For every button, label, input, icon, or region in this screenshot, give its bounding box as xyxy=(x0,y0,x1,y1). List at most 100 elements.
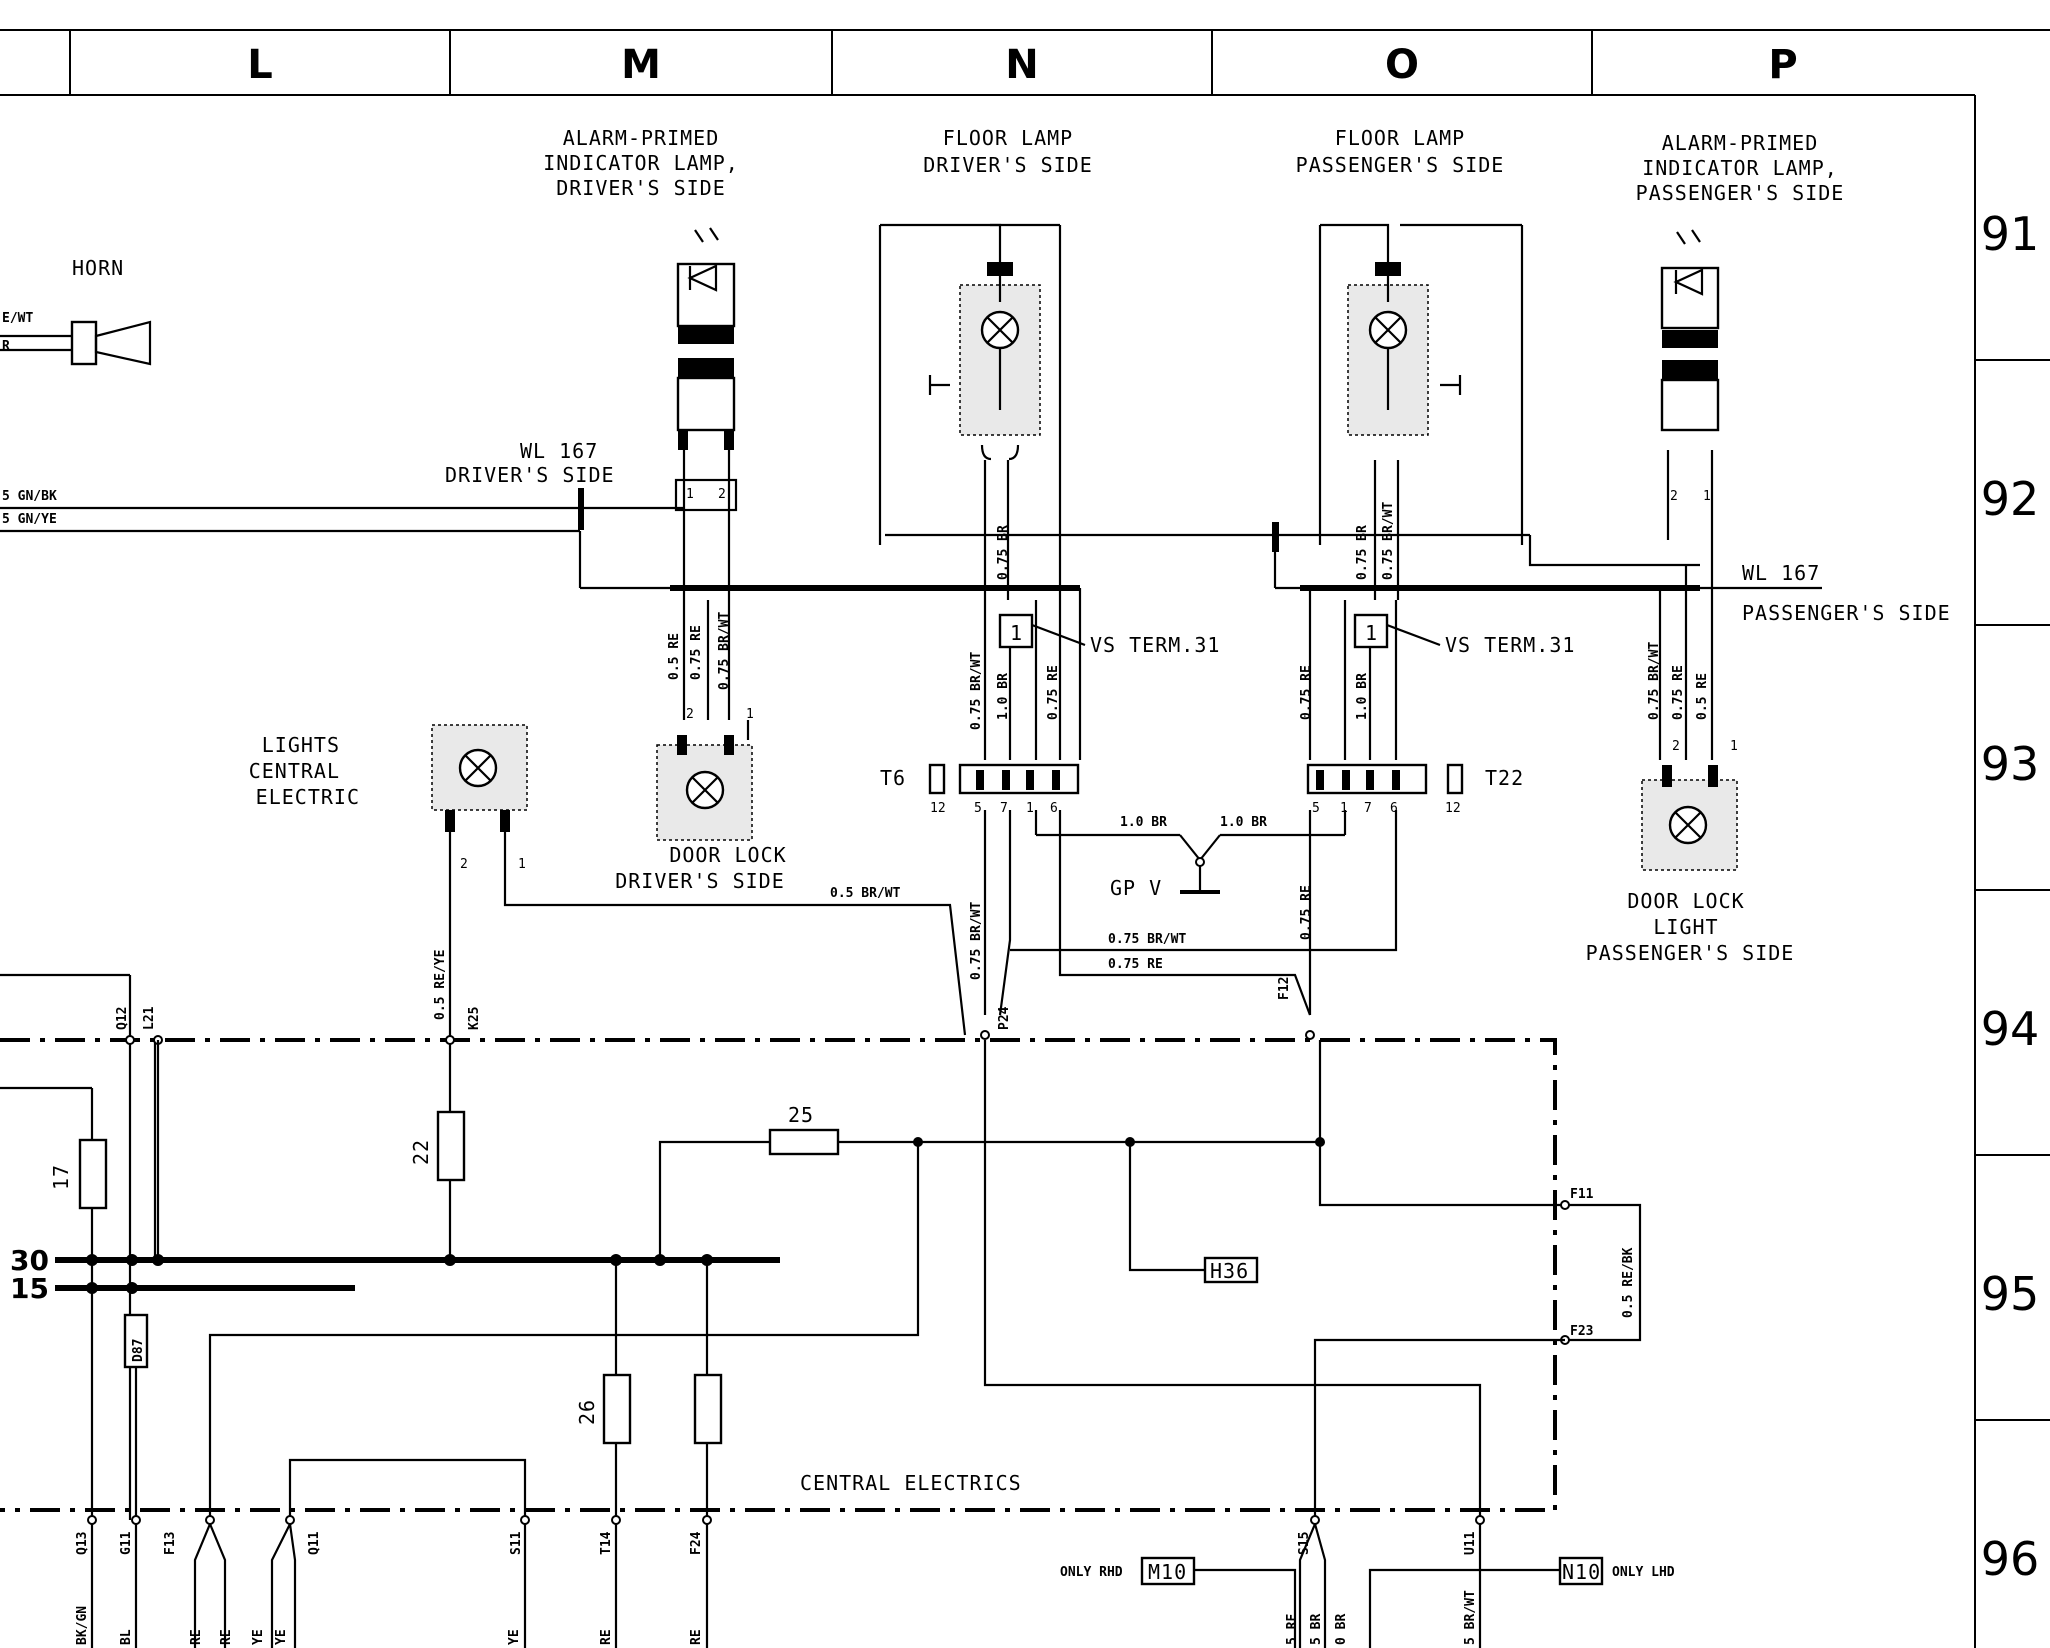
floor-lamp-passenger: FLOOR LAMP PASSENGER'S SIDE xyxy=(1296,126,1524,600)
d87-label: D87 xyxy=(131,1339,146,1362)
door-lock-passenger: 2 1 DOOR LOCK LIGHT PASSENGER'S SIDE xyxy=(1586,739,1795,965)
bottom-wire-3: RE xyxy=(219,1629,234,1645)
fuse-17-label: 17 xyxy=(49,1164,73,1190)
bottom-wire-0: BK/GN xyxy=(75,1606,90,1645)
pin-f13: F13 xyxy=(163,1532,178,1555)
t6-pin-12: 12 xyxy=(930,801,946,816)
wire-label-10br-n: 1.0 BR xyxy=(996,673,1011,720)
wire-label-gn-ye: 5 GN/YE xyxy=(2,512,57,527)
bottom-wire-12: 5 BR/WT xyxy=(1463,1590,1478,1645)
bottom-wire-5: YE xyxy=(274,1629,289,1645)
vs-term-driver-label: VS TERM.31 xyxy=(1090,633,1220,657)
wire-label-075re-o1: 0.75 RE xyxy=(1299,665,1314,720)
pin-f23: F23 xyxy=(1570,1324,1593,1339)
lights-central-label-3: ELECTRIC xyxy=(256,785,360,809)
gp-v-label: GP V xyxy=(1110,876,1162,900)
passenger-side-wires: 0.75 BR 0.75 BR/WT 0.75 RE 1.0 BR 0.75 B… xyxy=(1299,502,1710,760)
t22-pin-6: 6 xyxy=(1390,801,1398,816)
pin-l21: L21 xyxy=(142,1006,157,1030)
pin-f12: F12 xyxy=(1277,977,1292,1000)
alarm-lamp-driver: ALARM-PRIMED INDICATOR LAMP, DRIVER'S SI… xyxy=(543,126,739,512)
door-lock-passenger-label-2: LIGHT xyxy=(1653,915,1718,939)
wire-label-075brwt-n2: 0.75 BR/WT xyxy=(969,902,984,980)
m10-label: M10 xyxy=(1148,1560,1187,1584)
alarm-passenger-pin-1: 1 xyxy=(1703,489,1711,504)
t22-pin-12: 12 xyxy=(1445,801,1461,816)
alarm-lamp-passenger: ALARM-PRIMED INDICATOR LAMP, PASSENGER'S… xyxy=(1636,131,1951,760)
wire-label-075brwt-o: 0.75 BR/WT xyxy=(1381,502,1396,580)
t22-pin-5: 5 xyxy=(1312,801,1320,816)
pin-k25: K25 xyxy=(467,1007,482,1030)
alarm-driver-label-2: INDICATOR LAMP, xyxy=(543,151,739,175)
pin-q12: Q12 xyxy=(115,1007,130,1030)
bottom-wire-labels: BK/GN BL RE RE YE YE YE RE RE 5 RE 5 BR … xyxy=(75,1590,1478,1645)
bottom-wire-4: YE xyxy=(251,1629,266,1645)
bottom-wire-10: 5 BR xyxy=(1309,1614,1324,1645)
wl167-passenger-label-2: PASSENGER'S SIDE xyxy=(1742,601,1951,625)
vs-box-passenger-label: 1 xyxy=(1365,621,1378,645)
wire-label-075re-m: 0.75 RE xyxy=(689,625,704,680)
t22-pin-7: 7 xyxy=(1364,801,1372,816)
wire-label-075re-n: 0.75 RE xyxy=(1046,665,1061,720)
bottom-wire-8: RE xyxy=(689,1629,704,1645)
bottom-wire-9: 5 RE xyxy=(1285,1614,1300,1645)
wl167-driver-label-1: WL 167 xyxy=(520,439,598,463)
wire-label-075re-p: 0.75 RE xyxy=(1671,665,1686,720)
vs-term-passenger-label: VS TERM.31 xyxy=(1445,633,1575,657)
lights-central-label-2: CENTRAL xyxy=(249,759,340,783)
wl167-passenger-label-1: WL 167 xyxy=(1742,561,1820,585)
vs-term-driver: 1 VS TERM.31 xyxy=(998,613,1220,657)
t6-label: T6 xyxy=(880,766,906,790)
wire-label-075br-n: 0.75 BR xyxy=(996,525,1011,580)
alarm-passenger-label-3: PASSENGER'S SIDE xyxy=(1636,181,1845,205)
only-lhd-label: ONLY LHD xyxy=(1612,1565,1675,1580)
pin-p24: P24 xyxy=(997,1006,1012,1030)
floor-passenger-label-1: FLOOR LAMP xyxy=(1335,126,1465,150)
door-lock-driver: 2 1 DOOR LOCK DRIVER'S SIDE xyxy=(615,707,786,893)
h36-label: H36 xyxy=(1210,1259,1249,1283)
vs-box-driver-label: 1 xyxy=(1010,621,1023,645)
wire-label-075br-o: 0.75 BR xyxy=(1355,525,1370,580)
door-lock-passenger-label-1: DOOR LOCK xyxy=(1627,889,1744,913)
row-number-91: 91 xyxy=(1981,207,2040,261)
pin-s11: S11 xyxy=(509,1531,524,1555)
lights-central-electric: LIGHTS CENTRAL ELECTRIC 2 1 xyxy=(249,724,967,1040)
bottom-wire-1: BL xyxy=(119,1629,134,1645)
wire-label-05reye: 0.5 RE/YE xyxy=(433,950,448,1020)
door-lock-driver-label-1: DOOR LOCK xyxy=(669,843,786,867)
lights-central-pin-2: 2 xyxy=(460,857,468,872)
wire-label-075re-o2: 0.75 RE xyxy=(1299,885,1314,940)
row-number-96: 96 xyxy=(1981,1532,2040,1586)
drawing-frame xyxy=(0,29,2050,1648)
terminal-15-label: 15 xyxy=(10,1272,49,1305)
wire-label-075re-h: 0.75 RE xyxy=(1108,957,1163,972)
door-lock-passenger-label-3: PASSENGER'S SIDE xyxy=(1586,941,1795,965)
pin-g11: G11 xyxy=(119,1531,134,1555)
central-electrics-label: CENTRAL ELECTRICS xyxy=(800,1471,1022,1495)
alarm-driver-pin-1: 1 xyxy=(686,487,694,502)
fuse-22-label: 22 xyxy=(409,1139,433,1165)
wire-label-05rebk: 0.5 RE/BK xyxy=(1621,1247,1636,1318)
alarm-driver-label-3: DRIVER'S SIDE xyxy=(556,176,726,200)
wl167-driver-label-2: DRIVER'S SIDE xyxy=(445,463,615,487)
pin-f11: F11 xyxy=(1570,1187,1594,1202)
t6-pin-1: 1 xyxy=(1026,801,1034,816)
alarm-driver-label-1: ALARM-PRIMED xyxy=(563,126,720,150)
rhd-lhd-connectors: ONLY RHD M10 N10 ONLY LHD xyxy=(1060,1556,1675,1648)
door-lock-driver-label-2: DRIVER'S SIDE xyxy=(615,869,785,893)
alarm-passenger-pin-2: 2 xyxy=(1670,489,1678,504)
wire-label-05re-m: 0.5 RE xyxy=(667,633,682,680)
wire-label-075brwt-p: 0.75 BR/WT xyxy=(1647,642,1662,720)
t6-pin-6: 6 xyxy=(1050,801,1058,816)
vs-term-passenger: 1 VS TERM.31 xyxy=(1353,613,1575,657)
central-electrics-boundary: CENTRAL ELECTRICS xyxy=(0,1038,1557,1512)
fuse-25-label: 25 xyxy=(788,1103,814,1127)
central-electrics-internals: Q12 L21 17 30 15 D87 K25 0.5 RE/YE 22 2 xyxy=(0,950,1642,1520)
t22-pin-1: 1 xyxy=(1340,801,1348,816)
floor-driver-label-1: FLOOR LAMP xyxy=(943,126,1073,150)
pin-t14: T14 xyxy=(599,1531,614,1555)
alarm-passenger-label-1: ALARM-PRIMED xyxy=(1662,131,1819,155)
column-header-p: P xyxy=(1768,42,1797,88)
gn-wires: 5 GN/BK 5 GN/YE WL 167 DRIVER'S SIDE xyxy=(0,439,685,533)
